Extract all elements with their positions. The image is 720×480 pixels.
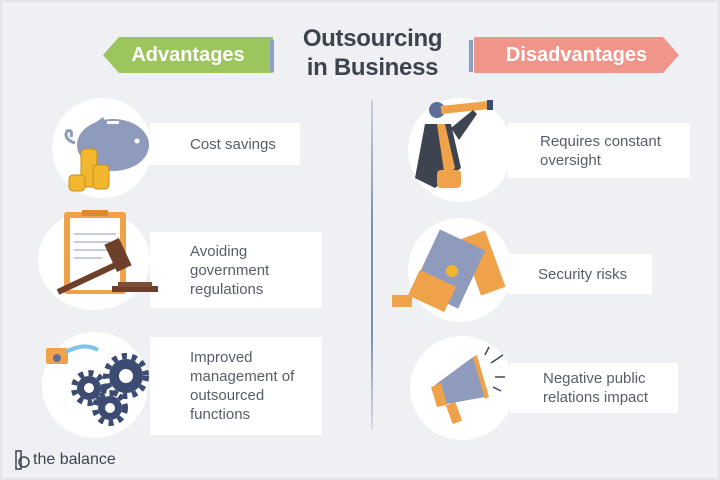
gears-icon [46, 344, 149, 426]
brand-logo: the balance [14, 450, 116, 470]
brand-name: the balance [33, 451, 116, 468]
advantage-text: Avoiding government regulations [190, 242, 270, 298]
the-balance-logo-icon [15, 450, 30, 470]
advantage-card-management: Improved management of outsourced functi… [150, 337, 322, 435]
secure-document-icon [392, 229, 506, 313]
disadvantage-card-oversight: Requires constant oversight [508, 123, 690, 178]
disadvantages-banner-stripe [469, 40, 473, 72]
center-divider [371, 100, 373, 430]
advantages-banner-stripe [270, 40, 274, 72]
advantage-card-regulations: Avoiding government regulations [150, 232, 322, 308]
piggy-bank-icon [64, 117, 149, 192]
disadvantage-card-security: Security risks [508, 254, 652, 294]
advantage-card-cost-savings: Cost savings [150, 123, 300, 165]
advantage-text: Improved management of outsourced functi… [190, 349, 295, 423]
advantages-banner: Advantages [103, 37, 273, 73]
disadvantage-card-public-relations: Negative public relations impact [510, 363, 678, 413]
disadvantage-text: Requires constant oversight [540, 132, 661, 169]
telescope-man-icon [415, 100, 493, 188]
disadvantages-banner: Disadvantages [474, 37, 679, 73]
title-line-1: Outsourcing [302, 25, 443, 52]
megaphone-icon [431, 346, 505, 425]
gavel-regulation-icon [56, 210, 158, 295]
disadvantage-text: Security risks [538, 265, 628, 283]
page-title: Outsourcing in Business [290, 24, 455, 82]
advantage-text: Cost savings [190, 135, 276, 153]
title-line-2: in Business [306, 54, 439, 81]
disadvantage-text: Negative public relations impact [543, 370, 649, 406]
